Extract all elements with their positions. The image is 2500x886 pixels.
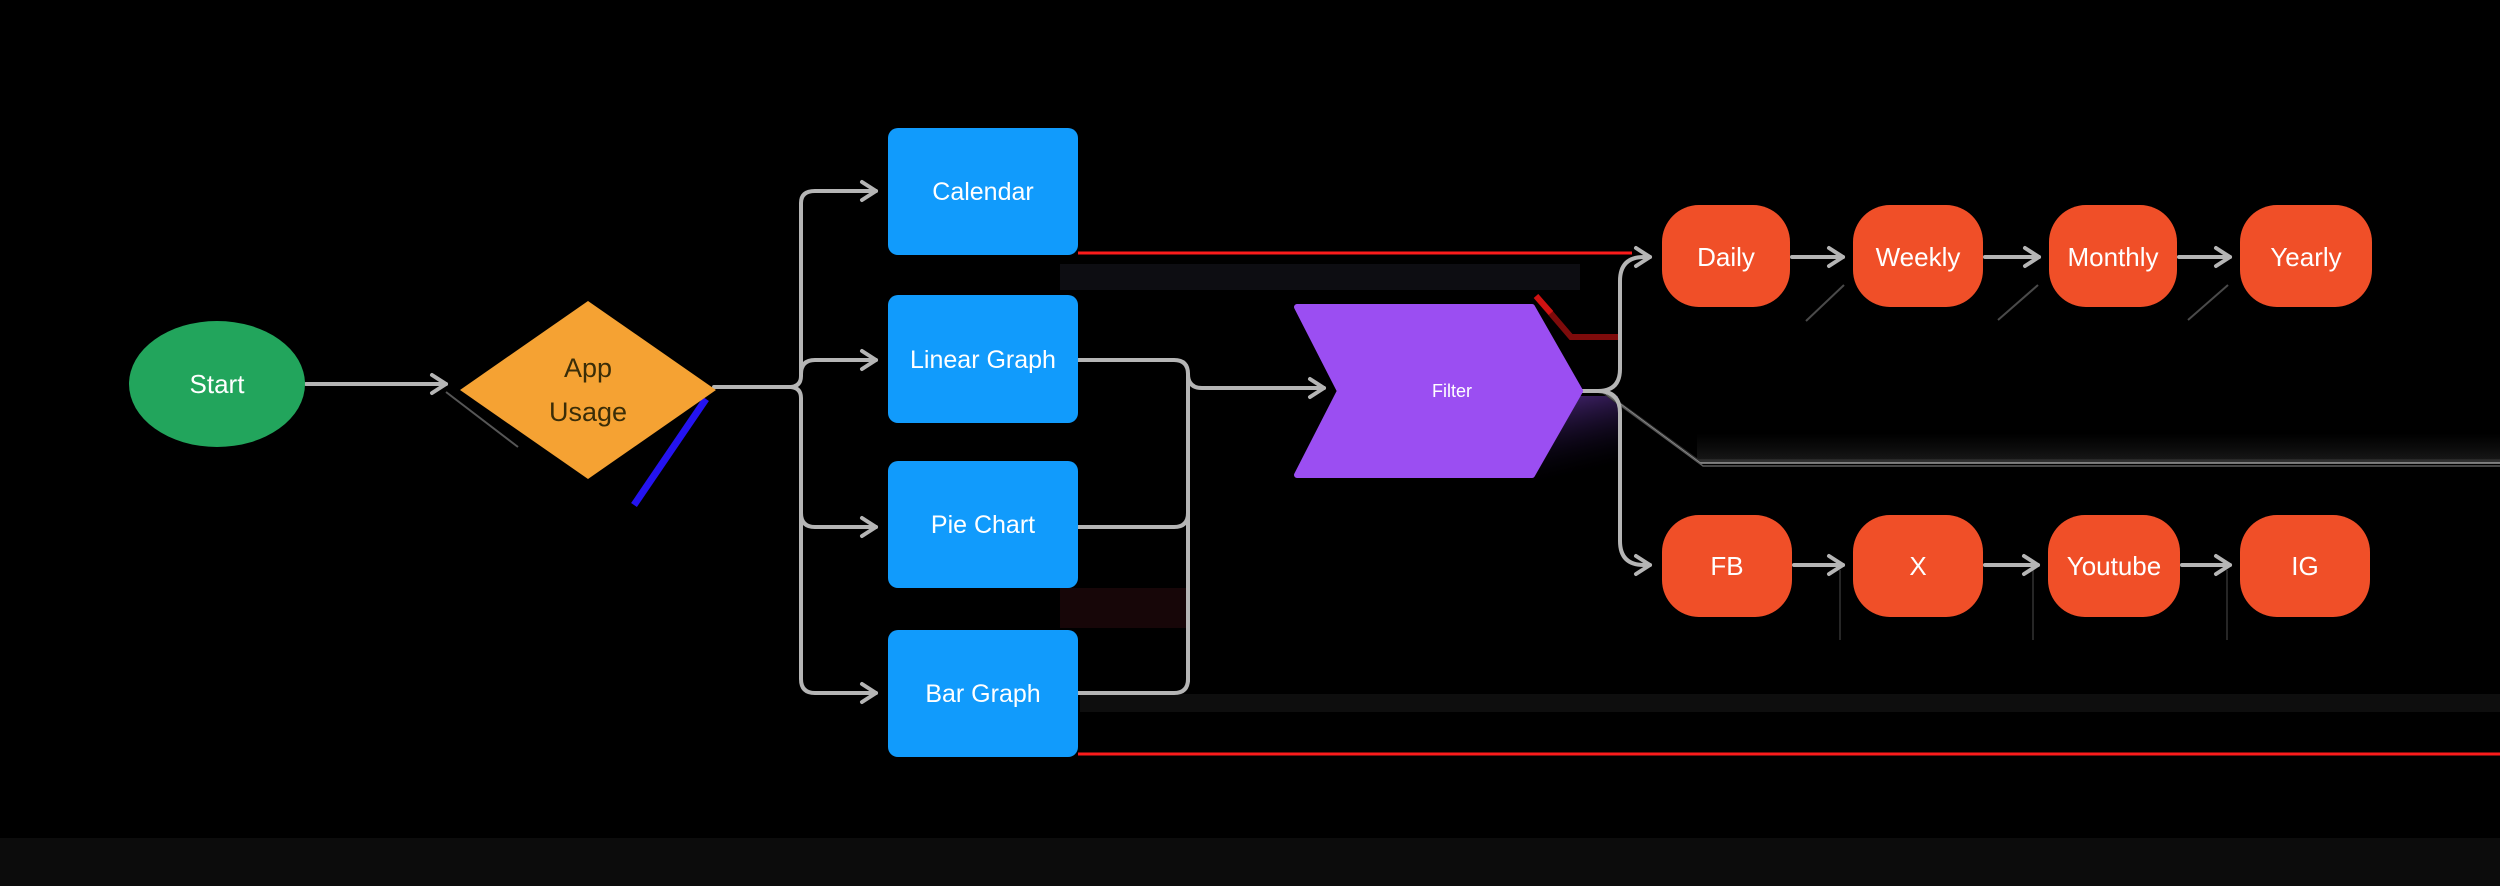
app-usage-label-line2: Usage [549,397,627,427]
x-label: X [1909,551,1926,581]
app-usage-shape[interactable] [460,301,716,479]
dark-red-artifact-tip [1533,294,1554,315]
yearly-shape[interactable] [2240,205,2372,307]
ghost-diagonal [1805,284,1845,322]
start-shape[interactable] [129,321,305,447]
ig-shape[interactable] [2240,515,2370,617]
node-monthly[interactable]: Monthly [2049,205,2177,307]
edge-appusage-lineargraph[interactable] [799,349,878,376]
pie-chart-shape[interactable] [888,461,1078,588]
node-daily[interactable]: Daily [1662,205,1790,307]
node-ig[interactable]: IG [2240,515,2370,617]
node-pie-chart[interactable]: Pie Chart [888,461,1078,588]
band-artifact [1060,264,1580,290]
node-fb[interactable]: FB [1662,515,1792,617]
node-x[interactable]: X [1853,515,1983,617]
weekly-label: Weekly [1876,242,1961,272]
fb-shape[interactable] [1662,515,1792,617]
ghost-diagonal [1997,284,2039,321]
node-bar-graph[interactable]: Bar Graph [888,630,1078,757]
ghost-diagonal [445,391,519,448]
linear-graph-shape[interactable] [888,295,1078,423]
start-label: Start [190,369,246,399]
nodes: Start App Usage Calendar Linear Graph Pi… [129,128,2372,757]
render-artifacts [0,251,2500,886]
node-yearly[interactable]: Yearly [2240,205,2372,307]
daily-shape[interactable] [1662,205,1790,307]
pie-chart-label: Pie Chart [931,511,1035,539]
youtube-label: Youtube [2067,551,2161,581]
node-calendar[interactable]: Calendar [888,128,1078,255]
edge-lineargraph-filter[interactable] [1076,358,1326,399]
node-filter[interactable]: Filter [1294,304,1583,478]
youtube-shape[interactable] [2048,515,2180,617]
node-linear-graph[interactable]: Linear Graph [888,295,1078,423]
ghost-line [1606,394,2500,467]
yearly-label: Yearly [2270,242,2341,272]
node-youtube[interactable]: Youtube [2048,515,2180,617]
calendar-label: Calendar [932,178,1033,206]
monthly-label: Monthly [2067,242,2158,272]
bar-graph-shape[interactable] [888,630,1078,757]
daily-label: Daily [1697,242,1755,272]
edge-bargraph-merge[interactable] [1076,677,1190,695]
fb-label: FB [1710,551,1743,581]
filter-shape[interactable] [1294,304,1583,478]
edge-appusage-bargraph[interactable] [789,385,878,704]
edge-filter-fb[interactable] [1596,389,1652,576]
linear-graph-label: Linear Graph [910,346,1056,374]
node-start[interactable]: Start [129,321,305,447]
x-shape[interactable] [1853,515,1983,617]
node-app-usage[interactable]: App Usage [460,301,716,479]
edges [304,180,2232,704]
ig-label: IG [2291,551,2318,581]
band-artifact [1697,433,2500,461]
weekly-shape[interactable] [1853,205,1983,307]
edge-filter-daily[interactable] [1578,246,1652,393]
edge-appusage-calendar[interactable] [712,180,878,389]
band-artifact [1080,694,2500,712]
band-artifact [0,838,2500,886]
node-weekly[interactable]: Weekly [1853,205,1983,307]
monthly-shape[interactable] [2049,205,2177,307]
edge-piechart-merge[interactable] [1076,511,1190,529]
band-artifact [1060,588,1188,628]
bar-graph-label: Bar Graph [925,680,1040,708]
filter-label: Filter [1432,381,1472,401]
calendar-shape[interactable] [888,128,1078,255]
edge-appusage-piechart[interactable] [799,511,878,538]
ghost-diagonal [2187,284,2229,321]
app-usage-label-line1: App [564,353,612,383]
blue-line-artifact [631,397,709,507]
